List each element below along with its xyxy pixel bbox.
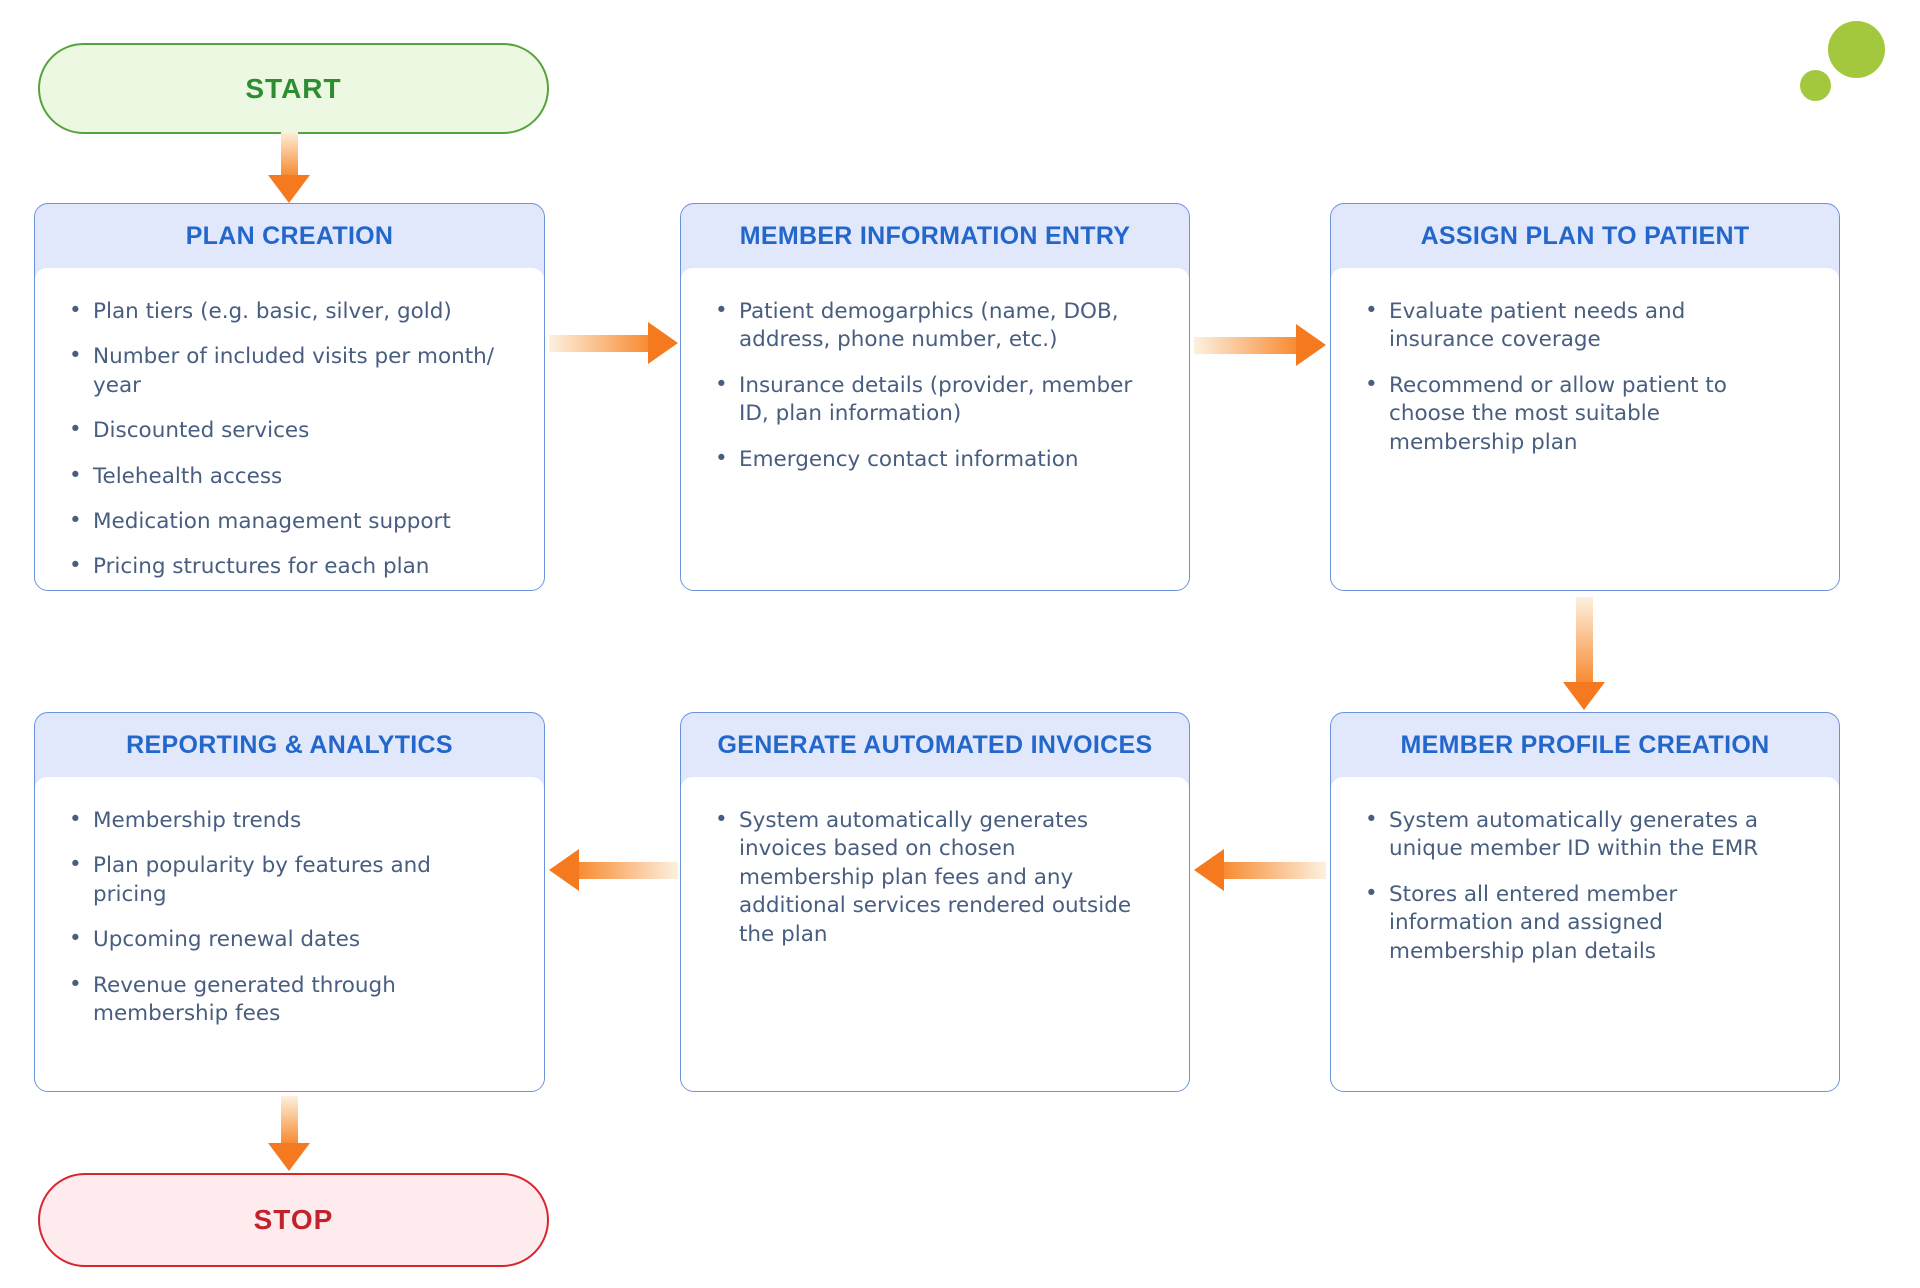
arrow-start-to-plan-creation [268, 131, 310, 203]
bullet-item: Telehealth access [65, 461, 495, 491]
bullet-list: Plan tiers (e.g. basic, silver, gold) Num… [35, 268, 544, 582]
bullet-item: Revenue generated through membership fee… [65, 971, 495, 1029]
bullet-item: Patient demogarphics (name, DOB, address… [711, 297, 1141, 355]
box-body: System automatically generates a unique … [1331, 777, 1839, 1091]
logo-circle-icon [1828, 21, 1885, 78]
box-header: REPORTING & ANALYTICS [35, 713, 544, 777]
box-header: MEMBER PROFILE CREATION [1331, 713, 1839, 777]
bullet-item: Emergency contact information [711, 444, 1141, 474]
arrow-generate-automated-invoices-to-reporting-analytics [549, 849, 678, 891]
bullet-item: Pricing structures for each plan [65, 552, 495, 581]
flow-box-plan-creation: PLAN CREATION Plan tiers (e.g. basic, si… [34, 203, 545, 591]
bullet-list: Membership trendsPlan popularity by feat… [35, 777, 544, 1028]
arrow-shaft [1575, 597, 1593, 682]
bullet-item: Membership trends [65, 806, 495, 835]
arrow-member-profile-creation-to-generate-automated-invoices [1194, 849, 1326, 891]
box-header: ASSIGN PLAN TO PATIENT [1331, 204, 1839, 268]
logo-circle-small-icon [1800, 70, 1831, 101]
start-terminal: START [38, 43, 549, 134]
bullet-list: Patient demogarphics (name, DOB, address… [681, 268, 1189, 474]
bullet-item: System automatically generates invoices … [711, 806, 1141, 949]
arrow-shaft [1224, 861, 1326, 879]
arrow-head-down-icon [1563, 682, 1605, 710]
box-body: Membership trendsPlan popularity by feat… [35, 777, 544, 1091]
box-body: Plan tiers (e.g. basic, silver, gold) Num… [35, 268, 544, 590]
box-title: ASSIGN PLAN TO PATIENT [1420, 221, 1750, 250]
bullet-item: Evaluate patient needs and insurance cov… [1361, 297, 1791, 355]
arrow-head-left-icon [1194, 849, 1224, 891]
box-title: PLAN CREATION [185, 221, 394, 250]
box-title: MEMBER PROFILE CREATION [1400, 730, 1770, 759]
flow-box-reporting-analytics: REPORTING & ANALYTICS Membership trendsP… [34, 712, 545, 1092]
flow-box-assign-plan-to-patient: ASSIGN PLAN TO PATIENT Evaluate patient … [1330, 203, 1840, 591]
arrow-head-right-icon [648, 322, 678, 364]
bullet-item: Number of included visits per month/ yea… [65, 342, 495, 400]
box-body: Evaluate patient needs and insurance cov… [1331, 268, 1839, 590]
box-body: System automatically generates invoices … [681, 777, 1189, 1091]
bullet-list: System automatically generates a unique … [1331, 777, 1839, 966]
bullet-item: Plan popularity by features and pricing [65, 851, 495, 909]
bullet-item: Stores all entered member information an… [1361, 880, 1791, 966]
box-title: MEMBER INFORMATION ENTRY [739, 221, 1131, 250]
arrow-head-down-icon [268, 1143, 310, 1171]
bullet-item: System automatically generates a unique … [1361, 806, 1791, 864]
arrow-shaft [579, 861, 678, 879]
arrow-plan-creation-to-member-information-entry [549, 322, 678, 364]
arrow-shaft [549, 334, 648, 352]
arrow-member-information-entry-to-assign-plan-to-patient [1194, 324, 1326, 366]
bullet-item: Discounted services [65, 416, 495, 445]
start-label: START [245, 72, 342, 104]
arrow-shaft [280, 1096, 298, 1143]
bullet-item: Plan tiers (e.g. basic, silver, gold) [65, 297, 495, 326]
arrow-assign-plan-to-patient-to-member-profile-creation [1563, 597, 1605, 710]
box-header: PLAN CREATION [35, 204, 544, 268]
box-body: Patient demogarphics (name, DOB, address… [681, 268, 1189, 590]
bullet-item: Upcoming renewal dates [65, 925, 495, 954]
bullet-item: Recommend or allow patient to choose the… [1361, 371, 1791, 457]
arrow-reporting-analytics-to-stop [268, 1096, 310, 1171]
arrow-shaft [1194, 336, 1296, 354]
bullet-list: Evaluate patient needs and insurance cov… [1331, 268, 1839, 457]
bullet-list: System automatically generates invoices … [681, 777, 1189, 949]
flow-box-member-information-entry: MEMBER INFORMATION ENTRY Patient demogar… [680, 203, 1190, 591]
box-title: REPORTING & ANALYTICS [126, 730, 453, 759]
flow-box-generate-automated-invoices: GENERATE AUTOMATED INVOICES System autom… [680, 712, 1190, 1092]
arrow-head-left-icon [549, 849, 579, 891]
arrow-shaft [280, 131, 298, 175]
bullet-item: Medication management support [65, 507, 495, 536]
stop-terminal: STOP [38, 1173, 549, 1267]
box-title: GENERATE AUTOMATED INVOICES [717, 730, 1153, 759]
arrow-head-right-icon [1296, 324, 1326, 366]
box-header: MEMBER INFORMATION ENTRY [681, 204, 1189, 268]
stop-label: STOP [253, 1204, 334, 1235]
arrow-head-down-icon [268, 175, 310, 203]
bullet-item: Insurance details (provider, member ID, … [711, 371, 1141, 429]
box-header: GENERATE AUTOMATED INVOICES [681, 713, 1189, 777]
flow-box-member-profile-creation: MEMBER PROFILE CREATION System automatic… [1330, 712, 1840, 1092]
